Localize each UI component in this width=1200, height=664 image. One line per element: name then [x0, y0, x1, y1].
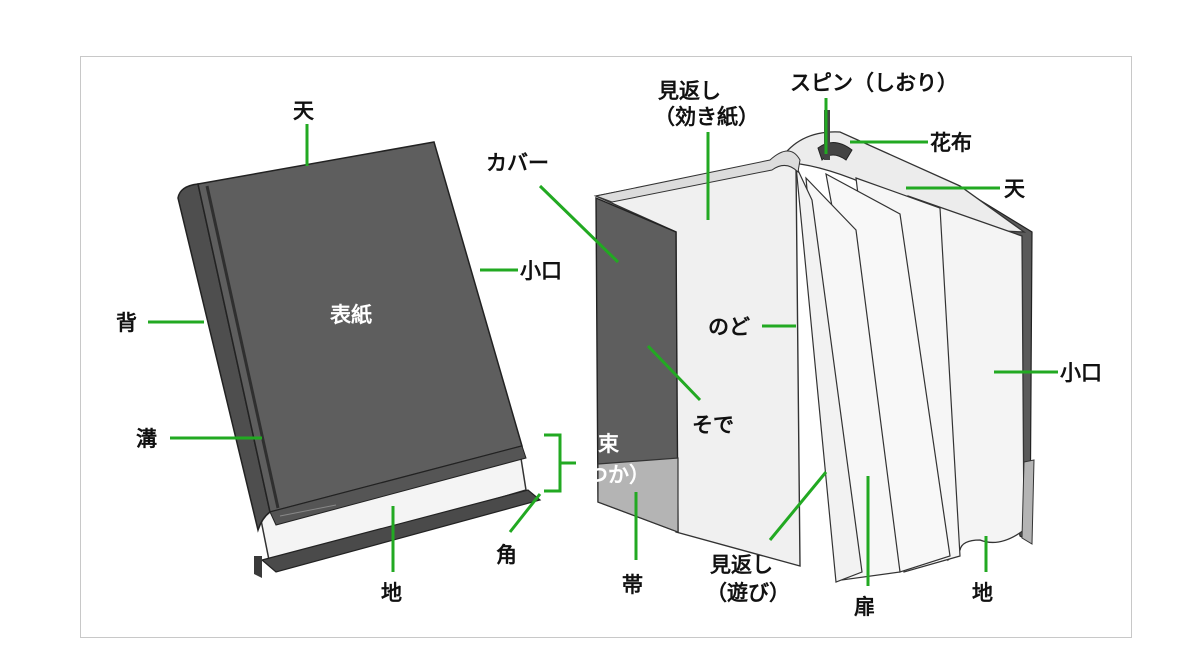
- label-ten-right: 天: [1004, 177, 1026, 201]
- label-tsuka-2: （つか）: [566, 463, 650, 487]
- open-book-page-1: [795, 165, 863, 583]
- leader-sode: [646, 344, 702, 402]
- label-mizo: 溝: [136, 427, 157, 451]
- label-obi: 帯: [622, 573, 643, 597]
- label-hanagire: 花布: [930, 131, 972, 155]
- label-se: 背: [116, 311, 137, 335]
- label-chi-right: 地: [972, 581, 993, 605]
- label-mikaeshi-asobi-1: 見返し: [710, 553, 773, 577]
- label-kado: 角: [496, 543, 517, 567]
- labels: 天 表紙 背 小口 溝 束 （つか） 角 地 カバー 見返し （効き紙） スピン…: [116, 71, 1102, 619]
- open-book: [593, 110, 1035, 583]
- leader-kado: [508, 493, 542, 533]
- leader-lines: [148, 98, 1058, 586]
- label-spin: スピン（しおり）: [790, 71, 958, 95]
- label-sode: そで: [692, 413, 734, 437]
- label-mikaeshi-kiki-1: 見返し: [658, 79, 721, 103]
- open-book-obi-flap: [597, 457, 679, 533]
- label-mikaeshi-kiki-2: （効き紙）: [654, 105, 759, 129]
- label-chi-left: 地: [381, 581, 402, 605]
- label-hyoushi: 表紙: [330, 303, 372, 327]
- label-mikaeshi-asobi-2: （遊び）: [706, 581, 790, 605]
- closed-book-groove: [205, 185, 280, 509]
- leader-tsuka: [544, 433, 562, 493]
- leader-mikaeshi-asobi: [768, 471, 828, 541]
- leader-cover: [538, 184, 620, 264]
- label-koguchi-right: 小口: [1060, 361, 1102, 385]
- closed-book: [177, 141, 542, 578]
- label-tobira: 扉: [854, 595, 875, 619]
- label-ten-left: 天: [293, 99, 315, 123]
- open-book-obi-right: [1021, 459, 1035, 545]
- closed-book-back-board: [260, 489, 542, 573]
- label-cover: カバー: [486, 151, 549, 175]
- label-tsuka-1: 束: [598, 432, 620, 456]
- closed-book-ribbon: [254, 556, 262, 578]
- label-nodo: のど: [708, 315, 750, 339]
- label-koguchi-left: 小口: [520, 259, 562, 283]
